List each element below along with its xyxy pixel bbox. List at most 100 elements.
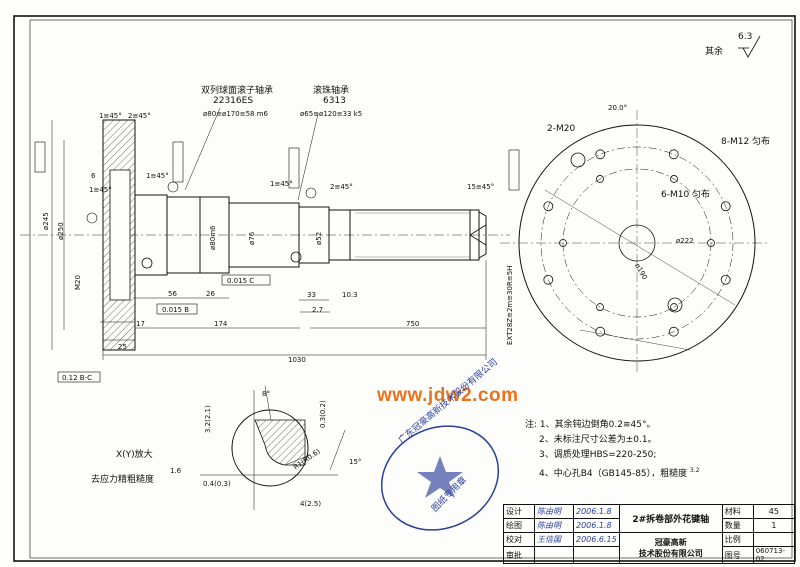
tb-part-name: 2#拆卷部外花键轴 (618, 504, 723, 533)
tb-check-sig: 王信国 (534, 532, 574, 547)
m10-hole (596, 175, 604, 183)
detail-angle-8: 8° (262, 390, 270, 398)
detail-dim-03: 0.3(0.2) (319, 400, 327, 428)
dim-m20: M20 (74, 275, 82, 290)
note-1: 1、其余钝边倒角0.2≡45°。 (539, 420, 656, 430)
tb-drafter-sig: 陈由明 (534, 518, 574, 533)
chamfer-3: 1≡45° (89, 186, 112, 194)
undercut-x (141, 257, 153, 269)
tb-check-label: 校对 (503, 532, 535, 547)
dim-6: 6 (91, 172, 96, 180)
m12-hole (595, 326, 606, 337)
note-2: 2、未标注尺寸公差为±0.1。 (539, 435, 657, 445)
datum-markers (86, 181, 317, 224)
roughness-label: 其余 (705, 47, 724, 57)
chamfer-15: 15≡45° (467, 183, 495, 191)
label-8-m12: 8-M12 匀布 (721, 137, 771, 147)
watermark-url[interactable]: www.jdw2.com (377, 385, 519, 406)
dim-m80: ø80m6 (209, 225, 217, 250)
dim-dia-250: ø250 (57, 222, 65, 240)
spline-lines (355, 212, 470, 258)
label-angle: 20.0° (608, 104, 628, 112)
label-6-m10: 6-M10 匀布 (661, 190, 711, 200)
tb-qty-label: 数量 (721, 518, 754, 533)
bearing1-model: 22316ES (213, 96, 254, 106)
runout-c: 0.015 C (227, 277, 255, 285)
tb-company: 冠豪高新 技术股份有限公司 (618, 532, 723, 564)
dim-dia-52: ø52 (315, 231, 323, 245)
roughness-value: 6.3 (738, 32, 753, 42)
detail-subtitle: 去应力精粗糙度 (91, 475, 155, 485)
m10-hole (596, 303, 604, 311)
outer-frame (13, 15, 796, 562)
inner-frame (29, 19, 793, 559)
tb-design-date: 2006.1.8 (573, 504, 620, 519)
tb-drafter-date: 2006.1.8 (573, 518, 620, 533)
m10-hole (707, 239, 715, 247)
detail-view (200, 385, 346, 510)
tb-drawing-no: 060713-02 (752, 546, 796, 564)
dim-33: 33 (307, 291, 316, 299)
dim-17: 17 (136, 320, 145, 328)
detail-dim-04: 0.4(0.3) (203, 480, 231, 488)
tb-scale (752, 532, 796, 547)
dim-dia-76: ø76 (248, 231, 256, 245)
m12-hole (543, 201, 554, 212)
dim-26: 26 (206, 290, 215, 298)
dim-dia-245: ø245 (42, 212, 50, 230)
chamfer-1: 1≡45° (99, 112, 122, 120)
label-2-m20: 2-M20 (547, 124, 576, 134)
bearing2-name: 滚珠轴承 (313, 86, 350, 96)
chamfer-5: 1≡45° (270, 180, 293, 188)
title-block: 设计 陈由明 2006.1.8 2#拆卷部外花键轴 材料 45 绘图 陈由明 2… (503, 504, 796, 564)
note-4-roughness: 3.2 (690, 467, 700, 474)
flange-bore (109, 169, 131, 301)
tb-check-date: 2006.6.15 (573, 532, 620, 547)
m12-hole (720, 201, 731, 212)
flange-end-view (500, 110, 770, 375)
tb-design-sig: 陈由明 (534, 504, 574, 519)
m12-hole (668, 149, 679, 160)
tb-drawing-no-label: 图号 (721, 546, 754, 564)
m12-hole (720, 274, 731, 285)
dimension-lines (51, 107, 487, 360)
note-3: 3、调质处理HBS=220-250; (539, 450, 657, 460)
m10-hole (559, 239, 567, 247)
detail-angle-15: 15° (349, 458, 362, 466)
dim-10-3: 10.3 (342, 291, 358, 299)
tb-company-1: 冠豪高新 (654, 538, 687, 547)
tolerance-frames (34, 141, 520, 383)
bearing1-name: 双列球面滚子轴承 (201, 86, 274, 96)
dim-56: 56 (168, 290, 177, 298)
tb-design-label: 设计 (503, 504, 535, 519)
note-4: 4、中心孔B4（GB145-85），粗糙度 (539, 469, 688, 479)
chamfer-6: 2≡45° (330, 183, 353, 191)
m10-hole (670, 175, 678, 183)
chamfer-2: 2≡45° (128, 112, 151, 120)
dim-2-7: 2.7 (312, 306, 324, 314)
bearing2-fit: ø65≡ø120≡33 k5 (300, 110, 363, 118)
m12-holes (543, 149, 731, 337)
runout-b: 0.015 B (162, 306, 190, 314)
m20-holes (570, 152, 683, 313)
dim-174: 174 (214, 320, 228, 328)
tb-qty: 1 (752, 518, 796, 533)
notes-title: 注: (525, 420, 538, 430)
bottom-runout: 0.12 B-C (62, 374, 93, 382)
tb-company-2: 技术股份有限公司 (638, 549, 703, 558)
undercut-y (290, 251, 302, 263)
detail-dim-4: 4(2.5) (300, 500, 322, 508)
bearing2-model: 6313 (323, 96, 346, 106)
m12-hole (595, 149, 606, 160)
bearing1-fit: ø80≡ø170≡58 m6 (203, 110, 268, 118)
dim-1030: 1030 (288, 356, 306, 364)
spline-spec: EXT28Z≡2m≡30R≡5H (506, 265, 514, 345)
m10-holes (559, 175, 715, 311)
center-hole (469, 224, 487, 246)
m10-hole (670, 303, 678, 311)
tb-review-label: 审批 (503, 546, 535, 564)
detail-dim-32: 3.2(2.1) (204, 405, 212, 433)
roughness-symbol (738, 35, 761, 58)
